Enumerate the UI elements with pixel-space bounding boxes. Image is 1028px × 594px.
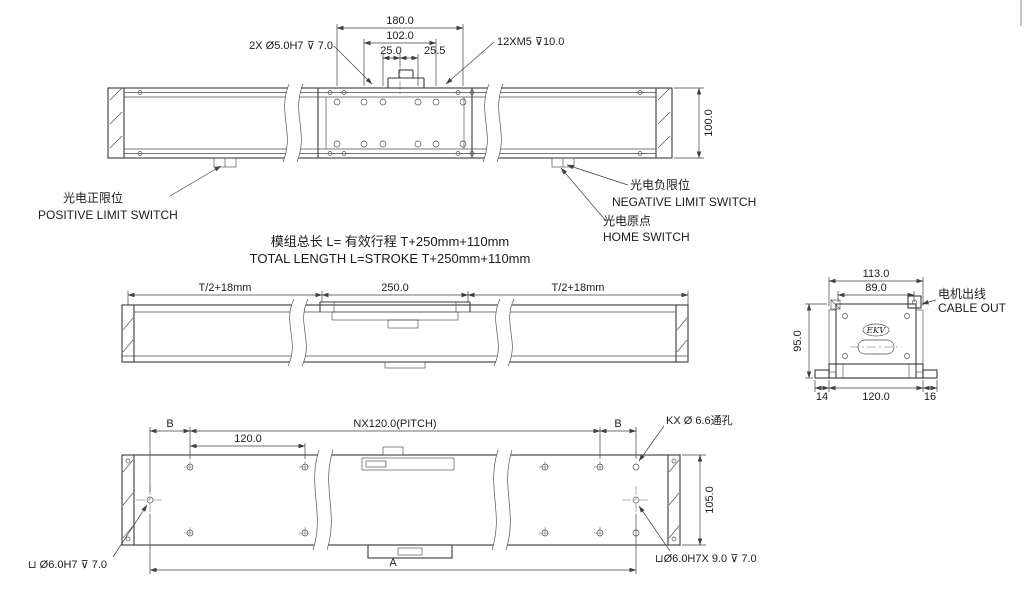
- top-view-carriage: [317, 64, 473, 158]
- dim-120-pitch-label: 120.0: [234, 433, 262, 445]
- bottom-view-body: [121, 446, 681, 559]
- dim-b-right-label: B: [614, 418, 621, 430]
- dim-pitch-label: NX120.0(PITCH): [353, 418, 436, 430]
- top-view-body: [107, 87, 673, 159]
- dim-25-label: 25.0: [380, 45, 401, 57]
- positive-limit-label-en: POSITIVE LIMIT SWITCH: [38, 208, 178, 222]
- dim-stroke-right-label: T/2+18mm: [552, 282, 605, 294]
- limit-switch-blocks: [213, 157, 575, 168]
- negative-limit-label-en: NEGATIVE LIMIT SWITCH: [612, 195, 756, 209]
- dim-89-label: 89.0: [865, 282, 886, 294]
- dowel-hole-callout: 2X Ø5.0H7 ⊽ 7.0: [249, 40, 333, 52]
- bottom-view-dimensions: B NX120.0(PITCH) B 120.0 KX Ø 6.6通孔 105.…: [28, 414, 757, 574]
- dim-a-label: A: [389, 557, 397, 569]
- home-switch-label-cn: 光电原点: [603, 214, 651, 228]
- pin-hole-callout-left: ⊔ Ø6.0H7 ⊽ 7.0: [28, 559, 107, 571]
- length-note-en: TOTAL LENGTH L=STROKE T+250mm+110mm: [250, 251, 531, 266]
- cable-out-callout: 电机出线 CABLE OUT: [921, 287, 1007, 315]
- dim-stroke-left-label: T/2+18mm: [199, 282, 252, 294]
- top-view-sensor-labels: 光电正限位 POSITIVE LIMIT SWITCH 光电负限位 NEGATI…: [38, 164, 756, 244]
- cable-out-label-en: CABLE OUT: [938, 301, 1007, 315]
- negative-limit-label-cn: 光电负限位: [630, 177, 690, 192]
- bottom-view: B NX120.0(PITCH) B 120.0 KX Ø 6.6通孔 105.…: [28, 414, 757, 574]
- side-view-breaks: [287, 298, 515, 367]
- top-view-dimensions: 180.0 102.0 25.0 25.5 2X Ø5.0H7 ⊽ 7.0 12…: [249, 15, 715, 159]
- side-view: T/2+18mm 250.0 T/2+18mm: [121, 282, 689, 369]
- positive-limit-label-cn: 光电正限位: [63, 190, 123, 205]
- dim-102-label: 102.0: [386, 30, 414, 42]
- cable-out-label-cn: 电机出线: [938, 287, 986, 301]
- pin-hole-callout-right: ⊔Ø6.0H7X 9.0 ⊽ 7.0: [655, 553, 757, 565]
- top-view-breaks: [282, 83, 504, 163]
- dim-105-label: 105.0: [704, 486, 716, 514]
- kx-hole-callout: KX Ø 6.6通孔: [666, 414, 733, 427]
- dowel-pin-holes: [136, 486, 650, 514]
- dim-95-label: 95.0: [792, 330, 804, 351]
- end-view: EKV 113.0 89.0 95.0 14: [792, 268, 1007, 403]
- home-switch-label-en: HOME SWITCH: [603, 230, 690, 244]
- dim-120-foot-label: 120.0: [862, 391, 890, 403]
- length-note-cn: 模组总长 L= 有效行程 T+250mm+110mm: [271, 234, 510, 249]
- dim-14-label: 14: [816, 391, 828, 403]
- dim-25-5-label: 25.5: [424, 45, 445, 57]
- dim-113-label: 113.0: [863, 268, 890, 280]
- bottom-view-center-details: [361, 446, 455, 559]
- top-view: 180.0 102.0 25.0 25.5 2X Ø5.0H7 ⊽ 7.0 12…: [38, 15, 756, 244]
- mounting-holes: [184, 461, 640, 539]
- tapped-hole-callout: 12XM5 ⊽10.0: [497, 36, 564, 48]
- side-view-dimensions: T/2+18mm 250.0 T/2+18mm: [127, 282, 689, 305]
- dim-250-label: 250.0: [381, 282, 409, 294]
- dim-b-left-label: B: [166, 418, 173, 430]
- dim-100-label: 100.0: [703, 109, 715, 137]
- dim-16-label: 16: [924, 391, 936, 403]
- brand-logo: EKV: [866, 326, 887, 336]
- dim-180-label: 180.0: [386, 15, 414, 27]
- side-view-body: [121, 301, 689, 369]
- end-view-dimensions: 113.0 89.0 95.0 14 120.0 16: [792, 268, 938, 403]
- end-view-body: EKV: [814, 295, 938, 379]
- bottom-view-breaks: [312, 449, 513, 551]
- length-note: 模组总长 L= 有效行程 T+250mm+110mm TOTAL LENGTH …: [250, 234, 531, 266]
